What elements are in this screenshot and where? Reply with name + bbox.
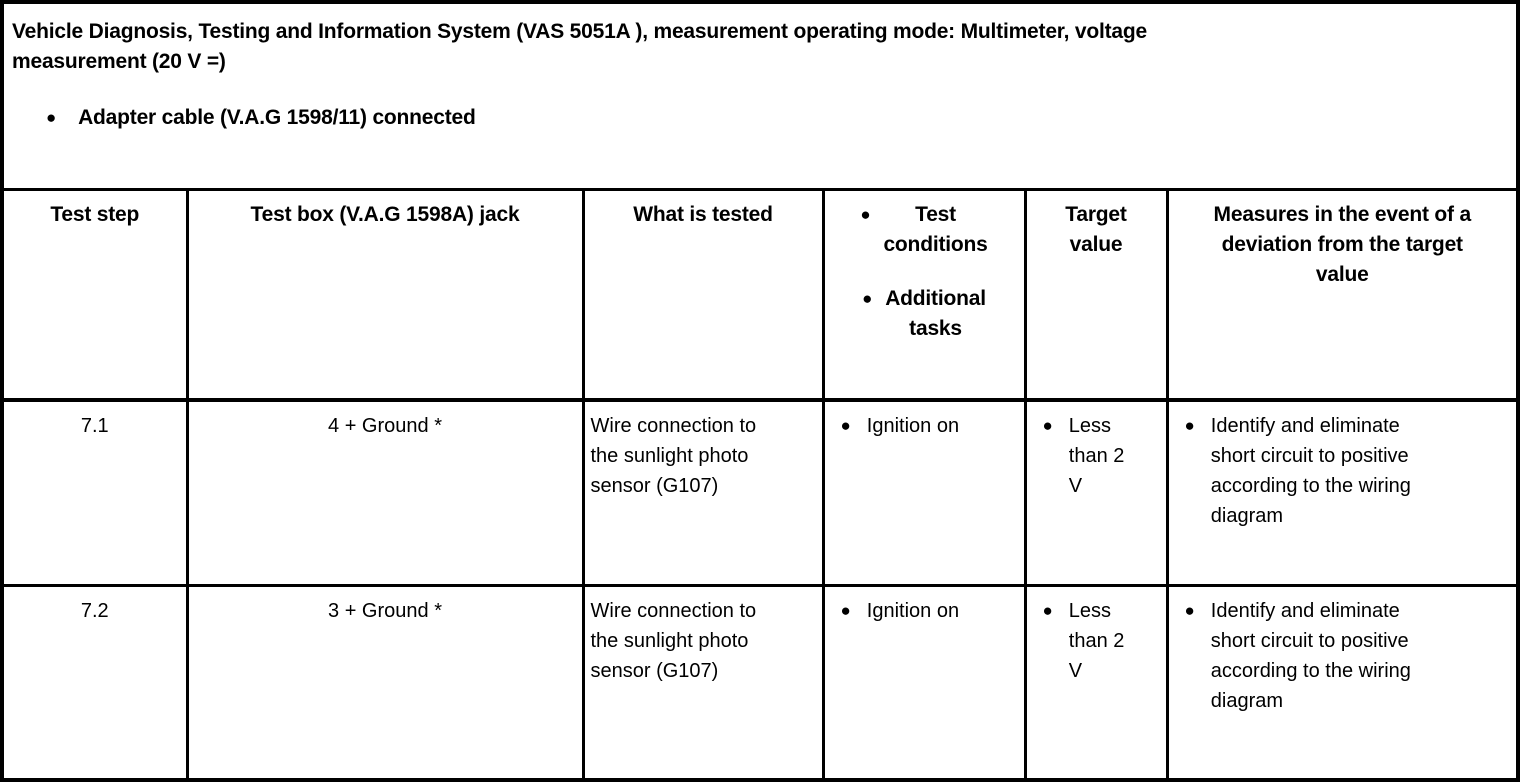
column-header-test-box-jack: Test box (V.A.G 1598A) jack <box>185 188 585 402</box>
document-header: Vehicle Diagnosis, Testing and Informati… <box>4 4 1516 188</box>
bullet-icon: ● <box>840 601 851 620</box>
intro-bullet-label: Adapter cable (V.A.G 1598/11) connected <box>78 106 476 129</box>
bullet-icon: ● <box>1042 415 1053 435</box>
cell-test-box-jack: 3 + Ground * <box>185 584 585 778</box>
bullet-icon: ● <box>1184 601 1195 620</box>
table-header-row: Test step Test box (V.A.G 1598A) jack Wh… <box>4 188 1516 402</box>
bullet-icon: ● <box>46 108 57 127</box>
header-bullet-item: ● Additional tasks <box>829 284 1020 344</box>
table-row: 7.2 3 + Ground * Wire connection to the … <box>4 584 1516 778</box>
column-header-target-value: Target value <box>1023 188 1169 402</box>
cell-bullet-label: Ignition on <box>866 414 960 437</box>
cell-bullet-item: ● Ignition on <box>829 411 1020 441</box>
bullet-icon: ● <box>1042 601 1053 620</box>
column-header-what-is-tested: What is tested <box>581 188 825 402</box>
bullet-icon: ● <box>862 289 873 308</box>
header-bullet-item: ● Test conditions <box>829 200 1020 260</box>
table-row: 7.1 4 + Ground * Wire connection to the … <box>4 398 1516 587</box>
cell-bullet-label: Identify and eliminate short circuit to … <box>1210 600 1411 712</box>
header-bullet-label: Test conditions <box>883 203 988 256</box>
cell-bullet-item: ● Less than 2 V <box>1031 411 1162 501</box>
cell-measures: ● Identify and eliminate short circuit t… <box>1165 584 1516 778</box>
cell-test-box-jack: 4 + Ground * <box>185 398 585 587</box>
cell-bullet-label: Identify and eliminate short circuit to … <box>1210 414 1411 527</box>
cell-measures: ● Identify and eliminate short circuit t… <box>1165 398 1516 587</box>
document-title: Vehicle Diagnosis, Testing and Informati… <box>12 20 1148 73</box>
cell-target-value: ● Less than 2 V <box>1023 398 1169 587</box>
cell-test-conditions: ● Ignition on <box>821 584 1027 778</box>
cell-what-is-tested: Wire connection to the sunlight photo se… <box>581 398 825 587</box>
cell-bullet-item: ● Ignition on <box>829 596 1020 626</box>
test-procedure-table: Test step Test box (V.A.G 1598A) jack Wh… <box>4 188 1516 778</box>
column-header-test-step: Test step <box>4 188 189 402</box>
cell-test-conditions: ● Ignition on <box>821 398 1027 587</box>
bullet-icon: ● <box>1184 415 1195 435</box>
column-header-measures: Measures in the event of a deviation fro… <box>1165 188 1516 402</box>
cell-bullet-label: Less than 2 V <box>1068 600 1125 682</box>
column-header-conditions: ● Test conditions ● Additional tasks <box>821 188 1027 402</box>
cell-bullet-item: ● Identify and eliminate short circuit t… <box>1173 411 1513 531</box>
cell-bullet-label: Less than 2 V <box>1068 414 1125 497</box>
cell-bullet-item: ● Identify and eliminate short circuit t… <box>1173 596 1513 716</box>
cell-what-is-tested: Wire connection to the sunlight photo se… <box>581 584 825 778</box>
bullet-icon: ● <box>860 205 871 224</box>
intro-bullet-item: ● Adapter cable (V.A.G 1598/11) connecte… <box>12 103 1506 133</box>
cell-target-value: ● Less than 2 V <box>1023 584 1169 778</box>
cell-test-step: 7.1 <box>4 398 189 587</box>
bullet-icon: ● <box>840 415 851 435</box>
cell-bullet-label: Ignition on <box>866 600 960 622</box>
cell-test-step: 7.2 <box>4 584 189 778</box>
header-bullet-label: Additional tasks <box>885 287 986 340</box>
cell-bullet-item: ● Less than 2 V <box>1031 596 1162 686</box>
